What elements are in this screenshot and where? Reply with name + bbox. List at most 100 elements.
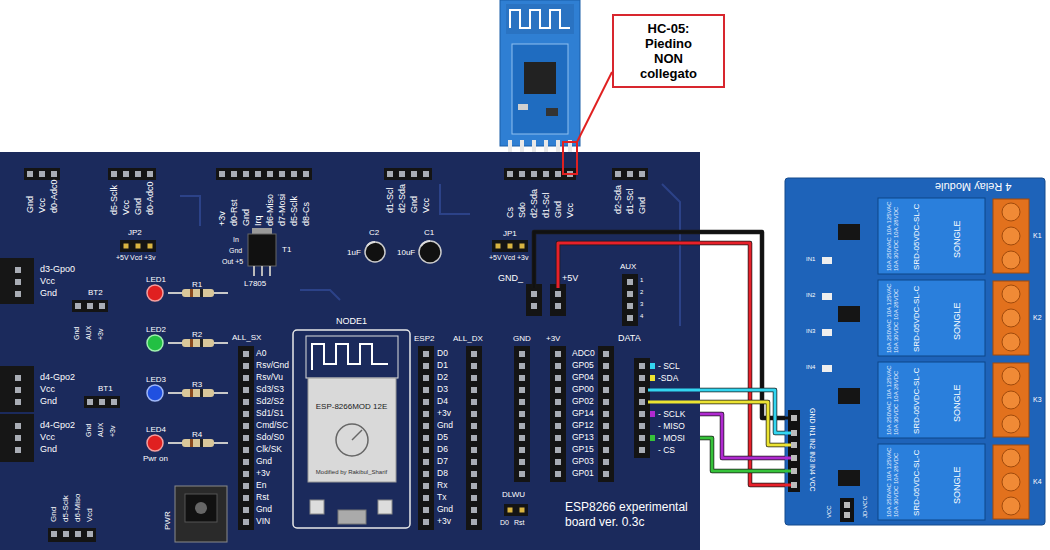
silkscreen-label: IN4 [806, 364, 815, 371]
silkscreen-label: L7805 [244, 279, 266, 288]
pin-header [384, 168, 432, 180]
silkscreen-label: d1-Scl [385, 187, 395, 213]
silkscreen-label: +5V [489, 254, 502, 262]
silkscreen-label: DLWU [502, 490, 525, 499]
silkscreen-label: LED3 [146, 375, 166, 384]
silkscreen-label: Tx [437, 493, 446, 503]
silkscreen-label: K3 [1033, 396, 1042, 404]
pin-name: - MOSI [658, 433, 685, 444]
header-label: DATA [618, 333, 641, 344]
silkscreen-label: T1 [282, 245, 291, 254]
wire-outline [558, 243, 785, 485]
pin-header [48, 528, 96, 542]
pin-header [240, 348, 252, 528]
silkscreen-label: 1 [640, 277, 643, 284]
screw-terminal [993, 199, 1029, 519]
silkscreen-label: SONGLE [952, 466, 962, 504]
silkscreen-label: d1-Scl [541, 192, 551, 218]
led [147, 285, 163, 301]
wire [558, 243, 785, 485]
silkscreen-label: d6-Miso [265, 194, 275, 226]
esp-module: NODE1ESP-8266MOD 12EModified by Rakibul_… [293, 330, 410, 528]
silkscreen-label: SONGLE [952, 302, 962, 340]
indicator-led [822, 329, 832, 336]
screw-terminal [1002, 367, 1020, 385]
silkscreen-label: Gnd [229, 247, 242, 255]
silkscreen-label: +3v [144, 254, 155, 262]
silkscreen-label: Sdo/S0 [256, 433, 284, 443]
silkscreen-label: SRD-05VDC-SL-C [912, 368, 921, 434]
silkscreen-label: Clk/SK [256, 445, 282, 455]
pin-header [468, 348, 480, 528]
capacitor [365, 241, 441, 263]
silkscreen-label: Vcd [85, 508, 94, 522]
capacitor [421, 241, 430, 246]
pin-header [612, 168, 648, 180]
hc05-module [500, 0, 580, 146]
led [147, 385, 163, 401]
silkscreen-label: D5 [437, 433, 448, 443]
silkscreen-label: Vcc [40, 432, 55, 442]
silkscreen-label: K4 [1033, 478, 1042, 486]
module-text: ESP-8266MOD 12E [307, 402, 396, 412]
silkscreen-label: GP02 [572, 397, 594, 407]
silkscreen-label: Sd2/S2 [256, 397, 284, 407]
silkscreen-label: Vcc [37, 198, 47, 213]
led [147, 435, 163, 451]
pin-name: -SDA [658, 373, 678, 384]
silkscreen-label: 10A 250VAC 10A 125VAC 10A 30VDC 10A 28VD… [886, 365, 900, 435]
screw-terminal [993, 281, 1029, 355]
capacitor [365, 242, 385, 262]
silkscreen-label: Gnd [256, 505, 272, 515]
wire-outline [700, 438, 785, 471]
silkscreen-label: C2 [369, 228, 379, 237]
resistor-symbol [182, 439, 214, 447]
relay-input-header [844, 512, 850, 518]
hc05-module [506, 4, 574, 34]
silkscreen-label: 10uF [397, 248, 415, 257]
silkscreen-label: Gnd [256, 457, 272, 467]
silkscreen-label: K1 [1033, 232, 1042, 240]
pcb-trace [662, 184, 680, 326]
relay-board [785, 178, 1045, 525]
esp-module [312, 344, 388, 370]
pin-header [72, 300, 108, 312]
esp-module [378, 500, 392, 514]
silkscreen-label: Gnd [133, 198, 143, 215]
silkscreen-label: D3 [437, 385, 448, 395]
relay-input-header [791, 415, 797, 421]
wire-stub [648, 390, 700, 402]
pin-color-dot [650, 411, 655, 417]
data-header: DATA- SCL-SDA- SCLK- MISO- MOSI- CS [636, 348, 700, 460]
silkscreen-label: LED1 [146, 275, 166, 284]
pin-header [72, 300, 108, 312]
relay-board [878, 444, 985, 520]
pin-header [0, 414, 34, 462]
silkscreen-label: 4 [640, 313, 643, 320]
silkscreen-label: GND [513, 334, 531, 343]
jumper [492, 240, 528, 252]
jumper [120, 240, 156, 252]
optocoupler [838, 224, 860, 486]
relay-input-header [788, 410, 854, 522]
silkscreen-label: D8 [437, 469, 448, 479]
resistor-symbol [168, 289, 228, 447]
capacitor [367, 242, 375, 246]
silkscreen-label: GP00 [572, 385, 594, 395]
relay-input-header [791, 468, 797, 474]
indicator-led [822, 293, 832, 300]
wire-core [700, 390, 785, 433]
silkscreen-label: D6 [437, 445, 448, 455]
callout-text: HC-05: Piedino NON collegato [631, 21, 707, 81]
regulator [248, 228, 276, 276]
silkscreen-label: SRD-05VDC-SL-C [912, 204, 921, 270]
silkscreen-label: SONGLE [952, 220, 962, 258]
resistor-symbol [200, 289, 203, 297]
silkscreen-label: Vcc [421, 198, 431, 213]
callout-leader [577, 72, 612, 142]
esp-module [336, 424, 368, 456]
wire-stub [785, 444, 791, 447]
pin-header [0, 168, 650, 542]
silkscreen-label: D7 [437, 457, 448, 467]
silkscreen-label: Cmd/SC [256, 421, 288, 431]
